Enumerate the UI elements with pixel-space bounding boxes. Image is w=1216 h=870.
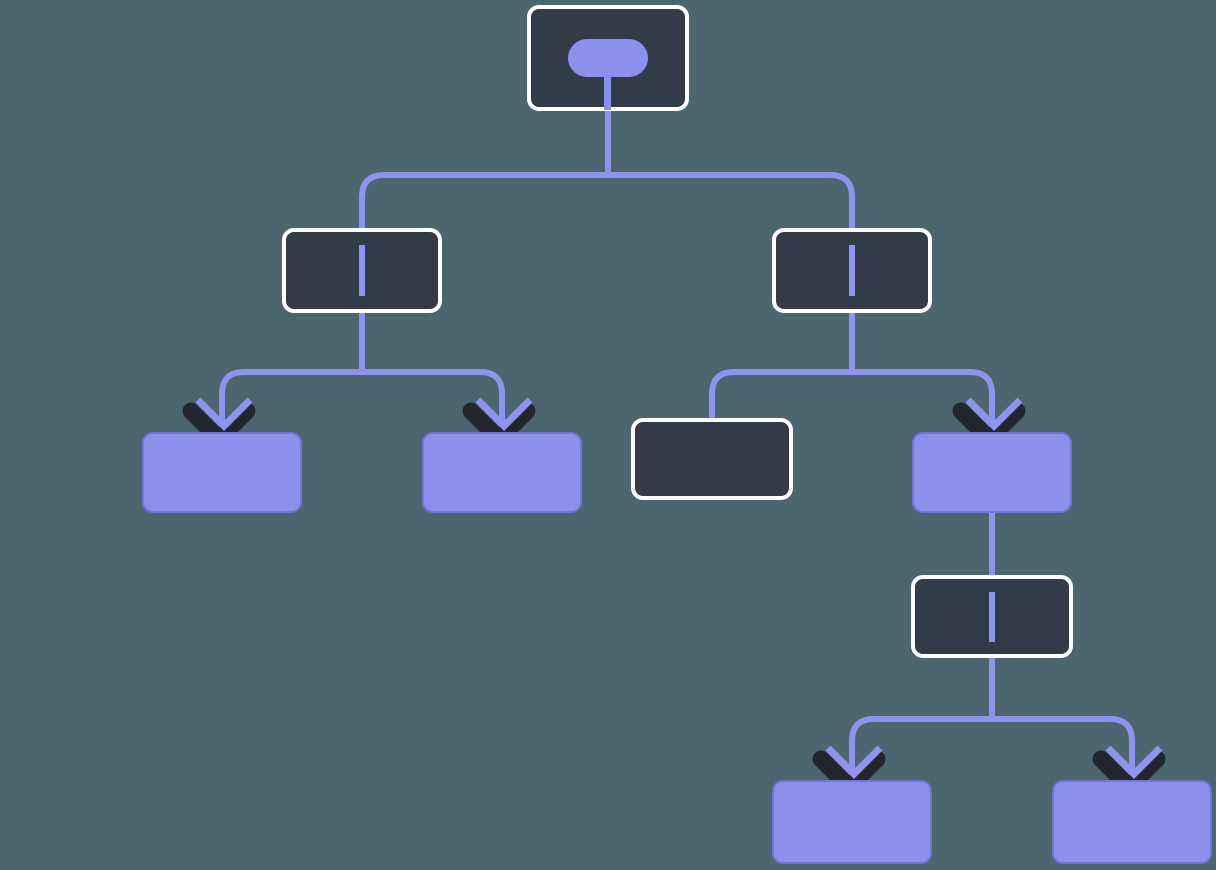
arrow-purple-chevron <box>475 397 533 431</box>
edge-root-to-l2-right <box>608 172 855 231</box>
node-l5-left[interactable] <box>772 780 932 864</box>
node-l3-c[interactable] <box>631 418 793 500</box>
node-l2-right[interactable] <box>772 228 932 313</box>
node-l5-left-box[interactable] <box>772 780 932 864</box>
node-l3-a[interactable] <box>142 432 302 513</box>
node-l2-left[interactable] <box>282 228 442 313</box>
edge-l2right-to-l3d <box>852 369 995 436</box>
node-l2-right-inner-line <box>849 245 855 296</box>
arrow-purple-chevron <box>1105 745 1163 779</box>
node-l3-d[interactable] <box>912 432 1072 513</box>
node-l3-d-box[interactable] <box>912 432 1072 513</box>
node-root-pill <box>568 39 648 77</box>
node-l2-left-inner-line <box>359 245 365 296</box>
node-l3-a-box[interactable] <box>142 432 302 513</box>
node-l4-inner-line <box>989 592 995 642</box>
edge-l2right-to-l3c <box>709 369 852 421</box>
edge-l4-to-l5left <box>849 716 992 784</box>
node-l3-b[interactable] <box>422 432 582 513</box>
arrow-purple-chevron <box>965 397 1023 431</box>
node-root[interactable] <box>527 5 689 111</box>
node-l3-b-box[interactable] <box>422 432 582 513</box>
edge-l2left-to-l3b <box>362 369 505 436</box>
node-l5-right-box[interactable] <box>1052 780 1212 864</box>
node-root-pill-stem <box>604 58 611 110</box>
node-l3-c-box[interactable] <box>631 418 793 500</box>
edge-root-to-l2-left <box>359 172 608 231</box>
node-l4[interactable] <box>911 575 1073 658</box>
edge-l4-to-l5right <box>992 716 1135 784</box>
arrow-purple-chevron <box>195 397 253 431</box>
node-l5-right[interactable] <box>1052 780 1212 864</box>
edge-l2left-to-l3a <box>219 369 362 436</box>
arrow-purple-chevron <box>825 745 883 779</box>
